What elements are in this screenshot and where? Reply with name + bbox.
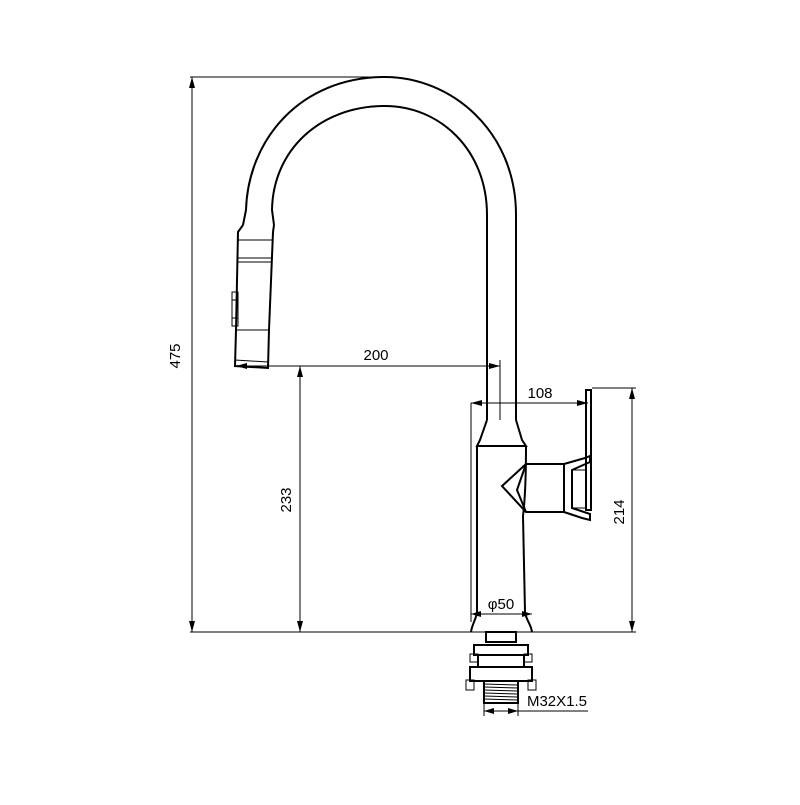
dim-base-diameter: φ50 bbox=[488, 596, 514, 613]
dim-total-height: 475 bbox=[167, 343, 184, 368]
faucet-outline bbox=[231, 75, 592, 704]
thread-line bbox=[483, 698, 519, 701]
dim-spout-reach: 200 bbox=[363, 347, 388, 364]
lever-handle bbox=[500, 389, 592, 522]
thread-lines bbox=[483, 683, 519, 701]
thread-line bbox=[483, 686, 519, 689]
spout-outer-contour bbox=[242, 75, 517, 420]
spray-head bbox=[231, 224, 275, 370]
dimension-lines bbox=[189, 76, 636, 716]
dimension-labels: 475 200 233 108 214 φ50 M32X1.5 bbox=[167, 343, 628, 710]
thread-line bbox=[483, 695, 519, 698]
dim-spout-outlet-height: 233 bbox=[278, 487, 295, 512]
mounting-shank bbox=[465, 631, 537, 704]
dim-handle-reach: 108 bbox=[527, 385, 552, 402]
faucet-body bbox=[470, 445, 533, 633]
thread-line bbox=[483, 683, 519, 686]
spout-collar bbox=[475, 419, 528, 447]
spray-button bbox=[231, 291, 239, 327]
handle-plate bbox=[585, 389, 592, 511]
dim-thread: M32X1.5 bbox=[527, 693, 587, 710]
dim-handle-height: 214 bbox=[611, 499, 628, 524]
spout-inner-contour bbox=[270, 104, 488, 420]
thread-line bbox=[483, 692, 519, 695]
thread-line bbox=[483, 689, 519, 692]
